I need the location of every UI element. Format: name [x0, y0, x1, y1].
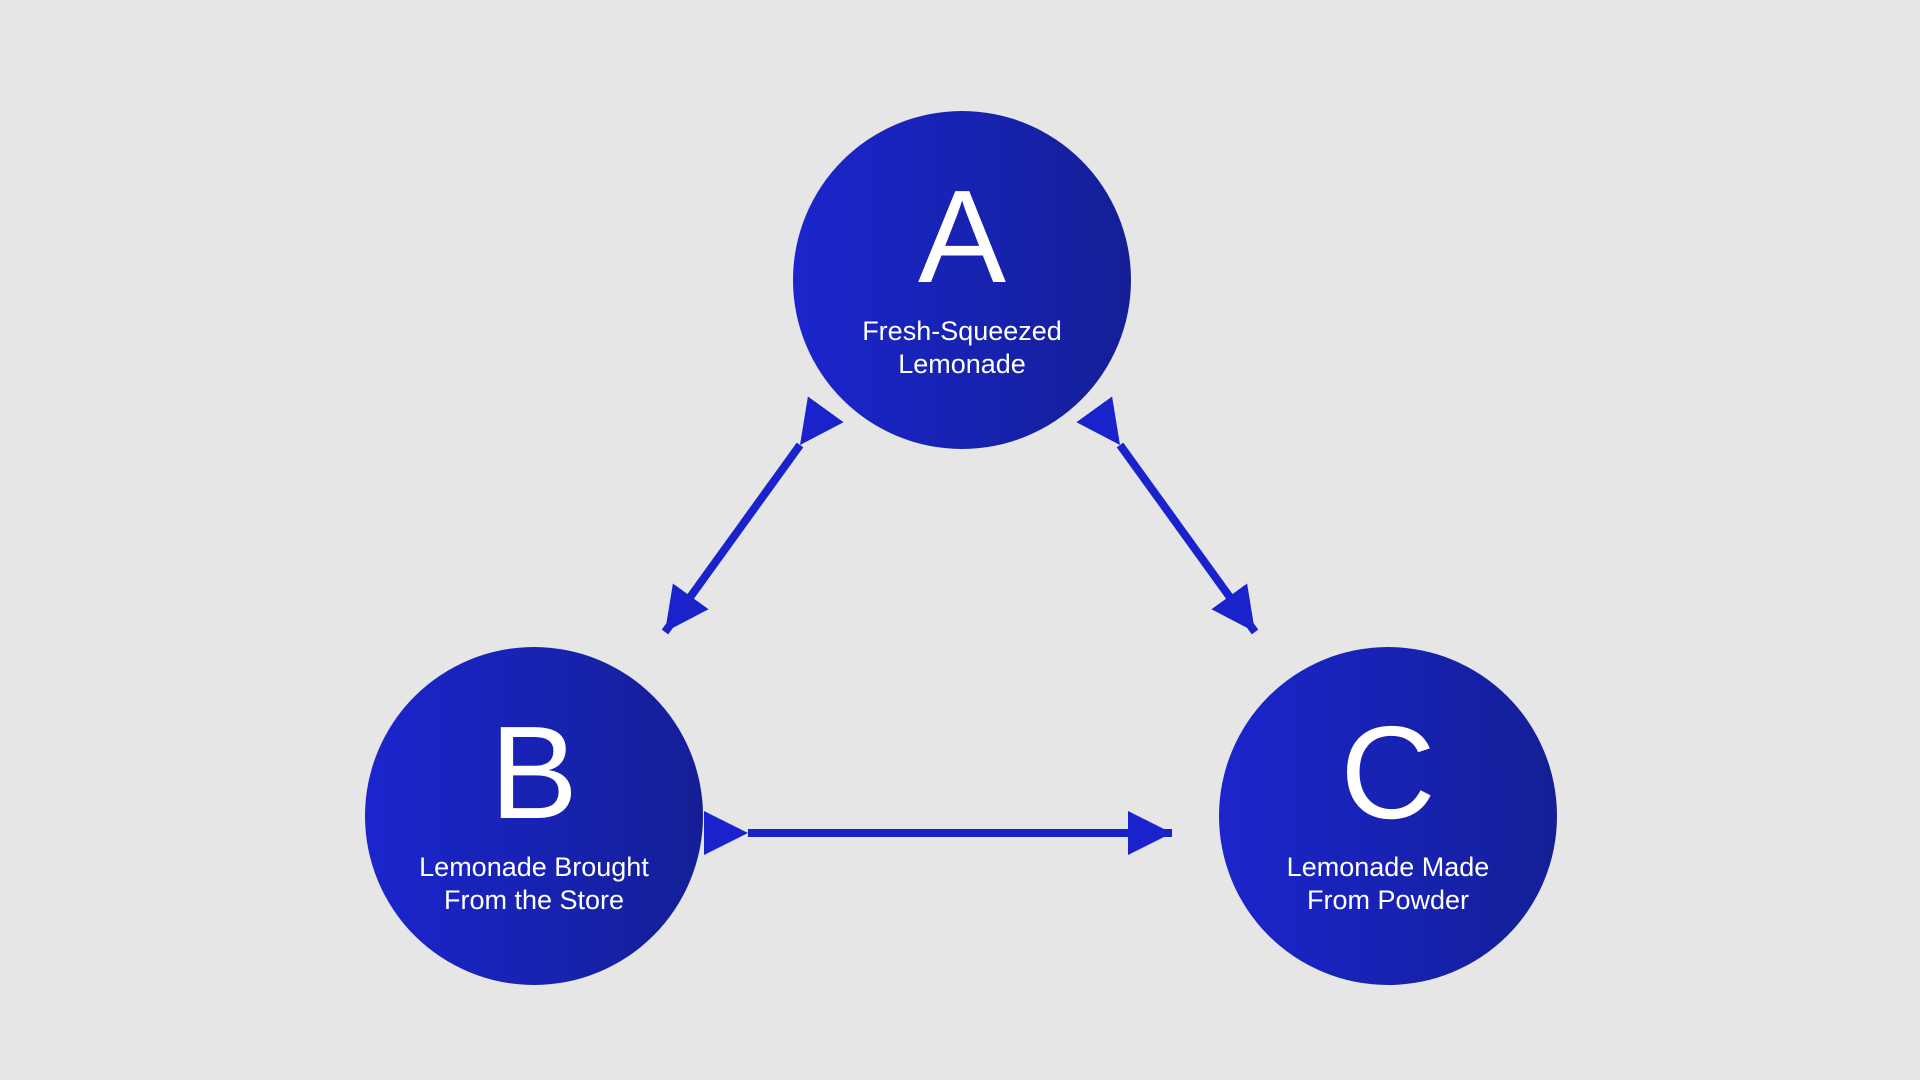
node-a-letter: A [917, 163, 1007, 310]
node-c: C Lemonade Made From Powder [1219, 647, 1557, 985]
node-a-caption: Fresh-Squeezed Lemonade [862, 316, 1062, 379]
node-c-letter: C [1340, 699, 1436, 846]
node-b-letter: B [489, 699, 579, 846]
node-a: A Fresh-Squeezed Lemonade [793, 111, 1131, 449]
node-b: B Lemonade Brought From the Store [365, 647, 703, 985]
node-c-caption: Lemonade Made From Powder [1286, 852, 1490, 915]
arrow-a-c [1076, 396, 1259, 635]
node-b-caption: Lemonade Brought From the Store [419, 852, 649, 915]
arrow-a-b [661, 396, 844, 635]
